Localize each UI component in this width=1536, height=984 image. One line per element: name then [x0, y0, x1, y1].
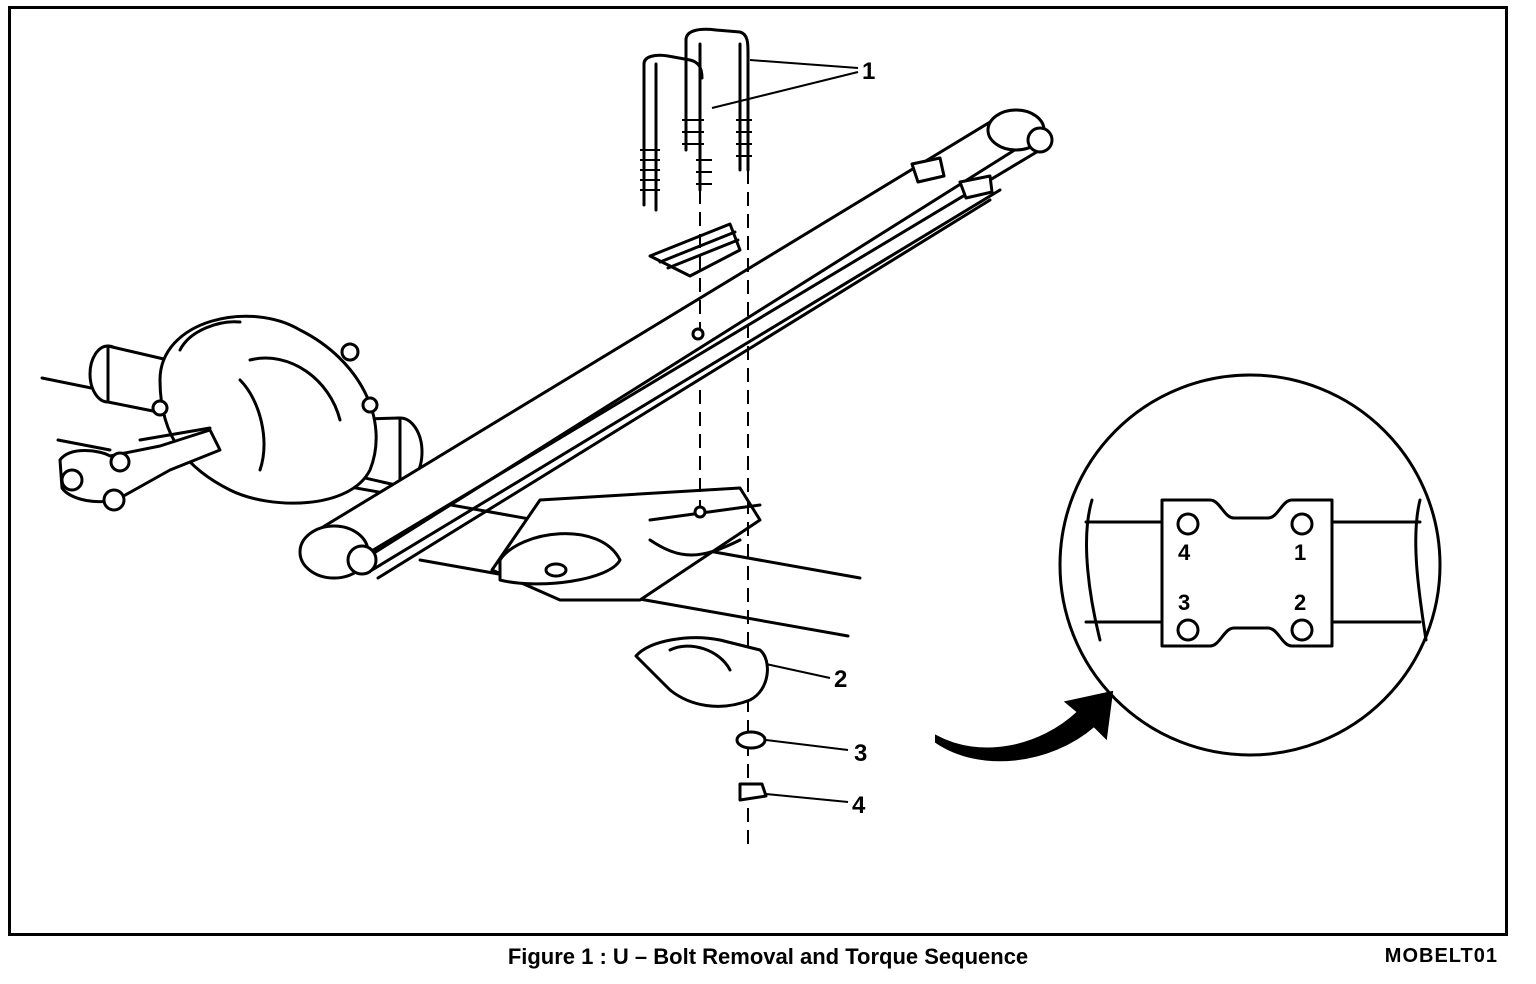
figure-caption: Figure 1 : U – Bolt Removal and Torque S… [507, 944, 1029, 969]
callout-1: 1 [862, 58, 876, 85]
callout-2: 2 [834, 666, 848, 693]
leaf-spring [298, 108, 1054, 580]
suspension-diagram [40, 27, 1442, 848]
pinion-yoke [58, 426, 222, 512]
hole-label-2: 2 [1294, 590, 1307, 615]
leader-lines [711, 59, 859, 803]
inset-arrow [935, 690, 1114, 762]
torque-sequence-inset [1058, 373, 1442, 757]
spring-seat [490, 486, 762, 602]
u-bolts [640, 27, 752, 212]
hole-label-1: 1 [1294, 540, 1307, 565]
figure-frame [8, 6, 1508, 936]
spacer-plate [648, 222, 742, 278]
figure-code: MOBELT01 [1384, 945, 1498, 967]
differential-housing [151, 314, 379, 505]
hole-label-4: 4 [1178, 540, 1191, 565]
clamp-plate [634, 636, 769, 708]
washer [735, 730, 767, 750]
nut [738, 782, 768, 802]
center-lines [691, 170, 749, 848]
hole-label-3: 3 [1178, 590, 1191, 615]
callout-4: 4 [852, 792, 866, 819]
callout-3: 3 [854, 740, 868, 767]
